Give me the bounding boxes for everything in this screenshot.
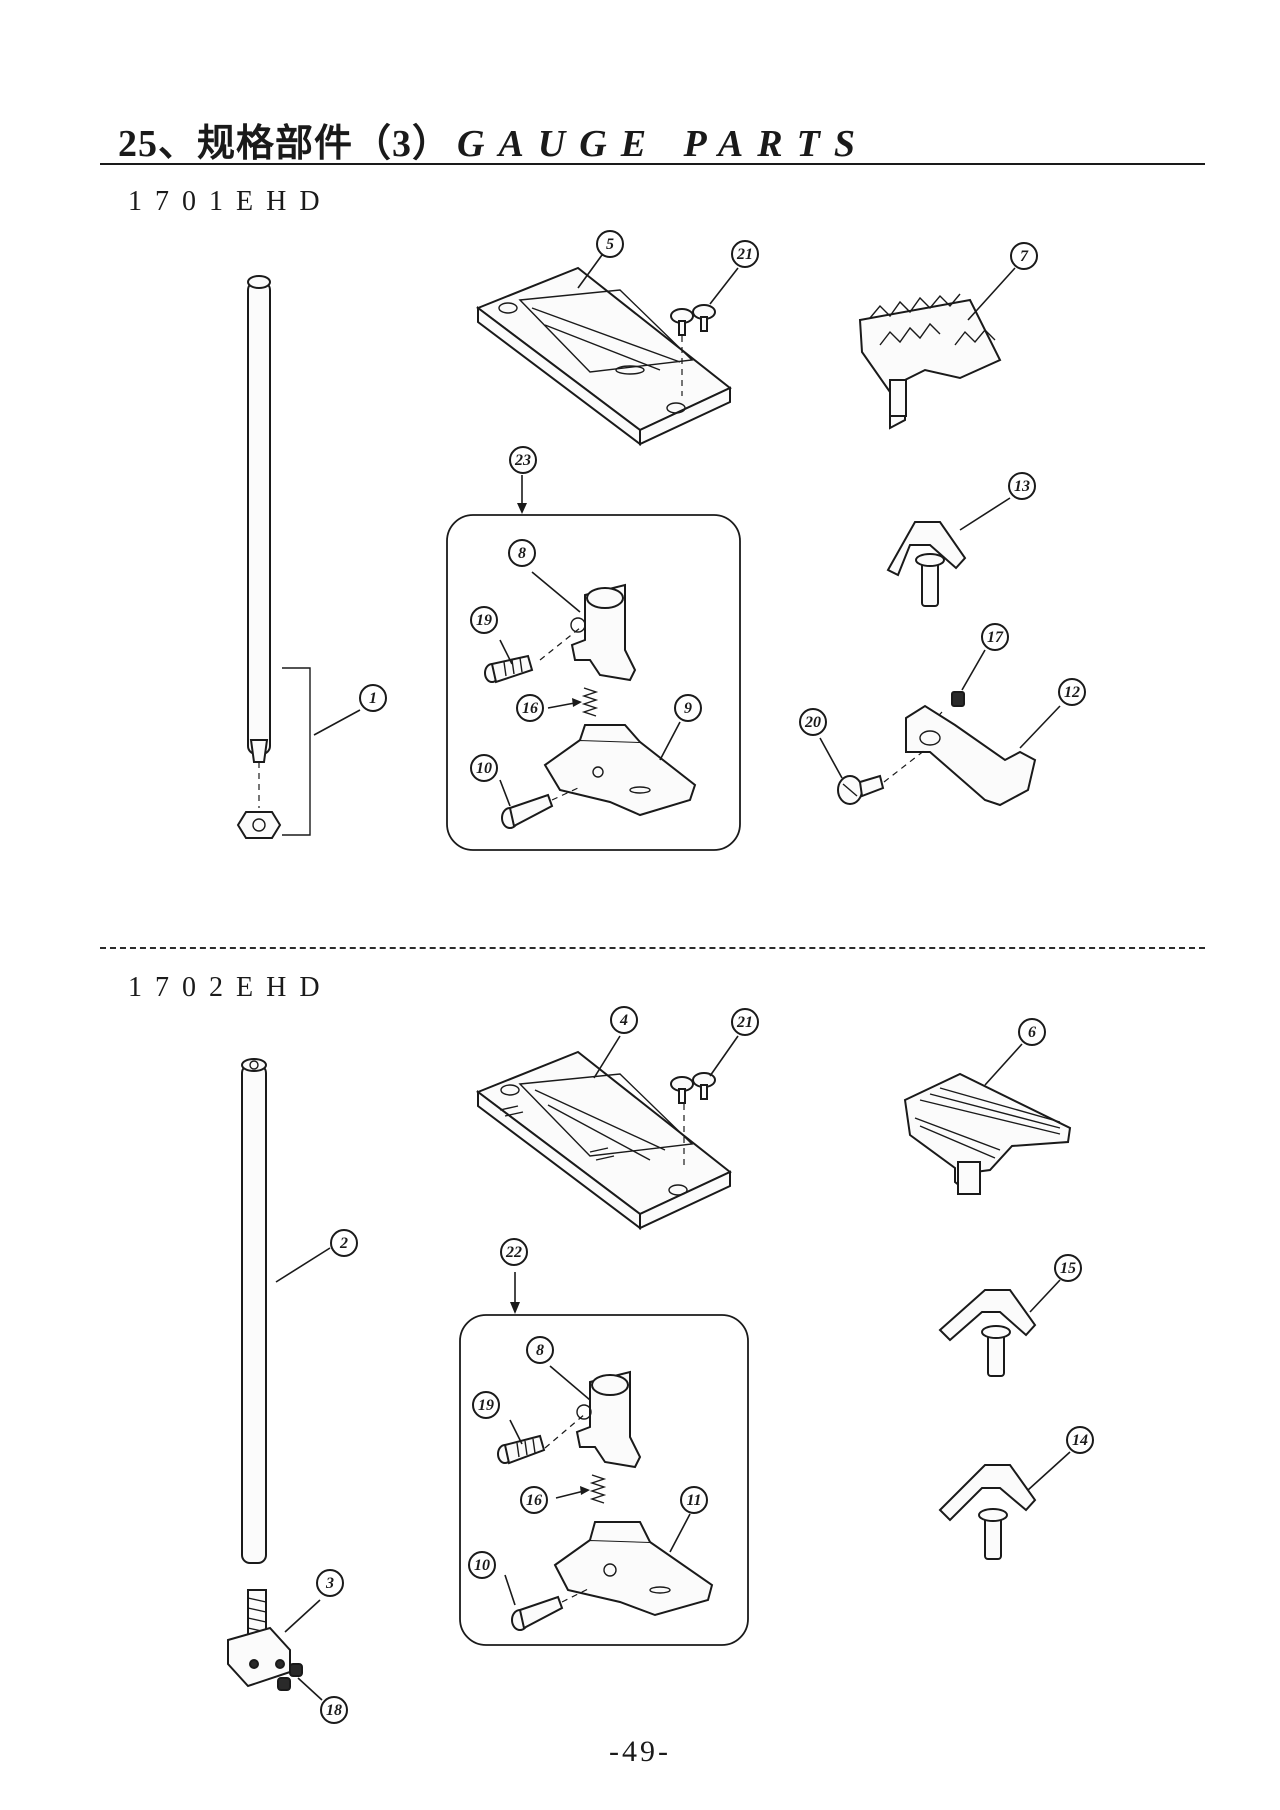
svg-text:2: 2 xyxy=(339,1235,348,1252)
callout-23: 23 xyxy=(509,446,537,474)
part-presser-foot-11-1702 xyxy=(553,1521,714,1617)
part-looper-guard-12 xyxy=(905,704,1037,807)
section-divider xyxy=(100,947,1205,949)
callout-8: 8 xyxy=(526,1336,554,1364)
callout-1: 1 xyxy=(359,684,387,712)
section-2-model-label: 1702EHD xyxy=(128,972,333,1003)
callout-22: 22 xyxy=(500,1238,528,1266)
part-holder-1701 xyxy=(539,583,637,682)
section-1-model-label: 1701EHD xyxy=(128,186,333,217)
callout-5: 5 xyxy=(596,230,624,258)
svg-text:15: 15 xyxy=(1060,1260,1076,1277)
part-screw-19-1701 xyxy=(484,654,534,684)
part-hook-guard-15 xyxy=(938,1289,1037,1377)
part-needle-bar-1702 xyxy=(241,1058,267,1564)
callout-10: 10 xyxy=(468,1551,496,1579)
part-spring-1702 xyxy=(555,1474,607,1504)
part-holder-1702 xyxy=(544,1370,642,1469)
svg-text:20: 20 xyxy=(804,714,821,731)
svg-text:9: 9 xyxy=(684,700,692,717)
part-spring-1701 xyxy=(547,687,599,717)
callout-11: 11 xyxy=(680,1486,708,1514)
callout-20: 20 xyxy=(799,708,827,736)
svg-text:13: 13 xyxy=(1014,478,1030,495)
callout-6: 6 xyxy=(1018,1018,1046,1046)
section-1-parts xyxy=(236,254,1061,851)
page-title-cn: 25、规格部件（3） xyxy=(118,123,452,165)
part-hook-guard-14 xyxy=(938,1464,1037,1560)
callout-12: 12 xyxy=(1058,678,1086,706)
part-throat-plate-1701 xyxy=(475,266,732,447)
svg-text:22: 22 xyxy=(505,1244,522,1261)
part-throat-plate-1702 xyxy=(475,1050,732,1231)
part-screw-20 xyxy=(837,749,926,805)
svg-text:1: 1 xyxy=(369,690,377,707)
callout-15: 15 xyxy=(1054,1254,1082,1282)
part-feed-dog-1702 xyxy=(903,1072,1072,1195)
part-screw-10-1701 xyxy=(501,787,579,829)
callout-17: 17 xyxy=(981,623,1009,651)
callout-9: 9 xyxy=(674,694,702,722)
callout-13: 13 xyxy=(1008,472,1036,500)
callout-16: 16 xyxy=(516,694,544,722)
callout-8: 8 xyxy=(508,539,536,567)
svg-text:8: 8 xyxy=(518,545,526,562)
svg-text:16: 16 xyxy=(522,700,538,717)
callout-21: 21 xyxy=(731,1008,759,1036)
assembly-box-1701 xyxy=(446,514,741,851)
callout-2: 2 xyxy=(330,1229,358,1257)
part-needle-clamp-1702 xyxy=(227,1589,303,1691)
svg-text:4: 4 xyxy=(619,1012,628,1029)
callout-10: 10 xyxy=(470,754,498,782)
part-feed-dog-1701 xyxy=(858,293,1002,430)
page-title-en: GAUGE PARTS xyxy=(457,123,869,165)
callout-3: 3 xyxy=(316,1569,344,1597)
part-screws-1702 xyxy=(670,1072,716,1170)
svg-text:18: 18 xyxy=(326,1702,342,1719)
svg-text:16: 16 xyxy=(526,1492,542,1509)
part-screw-19-1702 xyxy=(497,1434,546,1465)
page-number: -49- xyxy=(609,1735,671,1768)
callout-14: 14 xyxy=(1066,1426,1094,1454)
svg-text:3: 3 xyxy=(325,1575,334,1592)
svg-text:21: 21 xyxy=(736,1014,753,1031)
callout-16: 16 xyxy=(520,1486,548,1514)
svg-text:12: 12 xyxy=(1064,684,1080,701)
part-presser-foot-9-1701 xyxy=(543,724,697,817)
svg-text:10: 10 xyxy=(476,760,492,777)
svg-text:5: 5 xyxy=(606,236,614,253)
page-title: 25、规格部件（3）GAUGE PARTS xyxy=(118,112,869,167)
svg-text:11: 11 xyxy=(686,1492,701,1509)
callout-19: 19 xyxy=(470,606,498,634)
svg-text:21: 21 xyxy=(736,246,753,263)
svg-text:7: 7 xyxy=(1020,248,1029,265)
svg-text:19: 19 xyxy=(478,1397,494,1414)
callout-21: 21 xyxy=(731,240,759,268)
callout-18: 18 xyxy=(320,1696,348,1724)
svg-text:23: 23 xyxy=(514,452,531,469)
svg-text:10: 10 xyxy=(474,1557,490,1574)
section-2-parts xyxy=(227,1035,1072,1701)
svg-text:6: 6 xyxy=(1028,1024,1036,1041)
part-screw-10-1702 xyxy=(511,1587,591,1631)
svg-text:14: 14 xyxy=(1072,1432,1088,1449)
callout-4: 4 xyxy=(610,1006,638,1034)
part-needle-bar-1701 xyxy=(236,275,311,839)
part-screws-1701 xyxy=(670,304,716,396)
svg-text:8: 8 xyxy=(536,1342,544,1359)
assembly-box-1702 xyxy=(459,1314,749,1646)
title-rule xyxy=(100,163,1205,165)
svg-text:17: 17 xyxy=(987,629,1004,646)
callout-19: 19 xyxy=(472,1391,500,1419)
callout-7: 7 xyxy=(1010,242,1038,270)
svg-text:19: 19 xyxy=(476,612,492,629)
part-hook-guard-13 xyxy=(886,521,967,607)
